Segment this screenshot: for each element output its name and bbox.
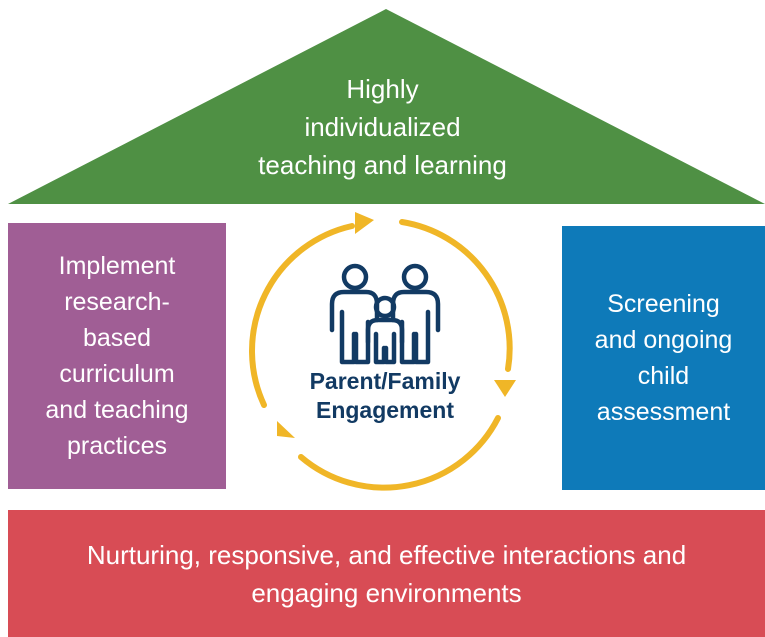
arrowhead-top [355, 212, 374, 234]
base-foundation: Nurturing, responsive, and effective int… [8, 510, 765, 637]
left-pillar-line: practices [66, 432, 168, 460]
right-pillar-line: assessment [596, 398, 731, 426]
center-label: Parent/Family Engagement [270, 367, 500, 425]
roof-line: Highly [346, 74, 419, 104]
left-pillar-line: research- [64, 288, 170, 316]
roof-line: teaching and learning [258, 150, 507, 180]
left-pillar-line: based [82, 324, 152, 352]
family-icon [329, 263, 441, 365]
cycle-arrow-left [249, 223, 355, 408]
base-line: Nurturing, responsive, and effective int… [86, 539, 687, 570]
left-pillar-line: Implement [58, 252, 176, 280]
right-pillar-assessment: Screening and ongoing child assessment [562, 226, 765, 490]
arrowhead-right [494, 380, 516, 397]
cycle-arrow-right [298, 415, 501, 491]
roof-label: Highly individualized teaching and learn… [190, 70, 575, 184]
roof-line: individualized [304, 112, 461, 142]
arrowhead-left [277, 421, 295, 438]
cycle-arrows [249, 212, 516, 491]
right-pillar-line: Screening [607, 290, 720, 318]
roof-triangle [8, 9, 765, 204]
left-pillar-line: curriculum [59, 360, 175, 388]
center-line: Parent/Family [309, 368, 461, 394]
cycle-arrow-top [399, 219, 513, 372]
base-line: engaging environments [251, 577, 522, 608]
center-line: Engagement [315, 397, 455, 423]
left-pillar-line: and teaching [45, 396, 189, 424]
right-pillar-line: child [637, 362, 690, 390]
left-pillar-curriculum: Implement research- based curriculum and… [8, 223, 226, 489]
right-pillar-line: and ongoing [594, 326, 733, 354]
